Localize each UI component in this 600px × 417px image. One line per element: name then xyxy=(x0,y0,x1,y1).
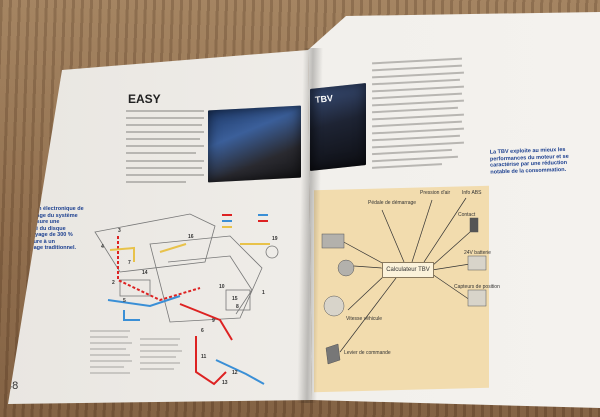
text-line xyxy=(140,356,176,358)
tbv-calculator-box: Calculateur TBV xyxy=(382,262,434,278)
text-line xyxy=(126,160,204,162)
text-line xyxy=(126,181,186,183)
diagram-number: 12 xyxy=(232,370,238,376)
diagram-label: Capteurs de position xyxy=(454,284,500,290)
legend-swatch xyxy=(222,220,232,222)
text-line xyxy=(126,167,202,169)
diagram-number: 1 xyxy=(262,290,265,296)
page-number: 48 xyxy=(6,380,19,392)
text-line xyxy=(126,152,196,154)
diagram-number: 4 xyxy=(101,244,104,250)
text-line xyxy=(140,368,174,370)
diagram-number: 15 xyxy=(232,296,238,302)
diagram-number: 7 xyxy=(128,260,131,266)
diagram-number: 5 xyxy=(123,298,126,304)
diagram-label: Vitesse véhicule xyxy=(346,316,383,322)
diagram-label: Pression d'air xyxy=(420,190,451,196)
easy-heading: EASY xyxy=(128,92,161,106)
diagram-label: Contact xyxy=(458,212,476,218)
legend-swatch xyxy=(258,220,268,222)
text-line xyxy=(126,145,204,147)
diagram-number: 10 xyxy=(219,284,225,290)
diagram-label: Info ABS xyxy=(462,190,482,196)
diagram-number: 3 xyxy=(118,228,121,234)
text-line xyxy=(90,342,132,344)
text-line xyxy=(90,348,126,350)
diagram-label: Pédale de démarrage xyxy=(368,200,417,206)
legend-swatch xyxy=(222,226,232,228)
diagram-label: 24V batterie xyxy=(464,250,491,256)
text-line xyxy=(126,131,204,133)
text-line xyxy=(126,110,204,112)
text-line xyxy=(90,336,128,338)
text-line xyxy=(126,124,202,126)
text-line xyxy=(90,354,130,356)
text-line xyxy=(126,117,204,119)
text-line xyxy=(126,138,200,140)
text-line xyxy=(140,344,178,346)
text-line xyxy=(90,366,124,368)
diagram-number: 9 xyxy=(212,318,215,324)
diagram-label: Levier de commande xyxy=(344,350,391,356)
diagram-number: 14 xyxy=(142,270,148,276)
diagram-number: 16 xyxy=(188,234,194,240)
text-line xyxy=(126,174,204,176)
diagram-number: 11 xyxy=(201,354,207,360)
text-line xyxy=(90,360,132,362)
text-line xyxy=(90,330,130,332)
legend-swatch xyxy=(258,214,268,216)
text-line xyxy=(90,372,130,374)
text-line xyxy=(140,350,182,352)
diagram-number: 2 xyxy=(112,280,115,286)
diagram-number: 6 xyxy=(201,328,204,334)
diagram-number: 19 xyxy=(272,236,278,242)
diagram-number: 13 xyxy=(222,380,228,386)
legend-swatch xyxy=(222,214,232,216)
text-line xyxy=(140,338,180,340)
text-line xyxy=(140,362,180,364)
diagram-number: 8 xyxy=(236,304,239,310)
